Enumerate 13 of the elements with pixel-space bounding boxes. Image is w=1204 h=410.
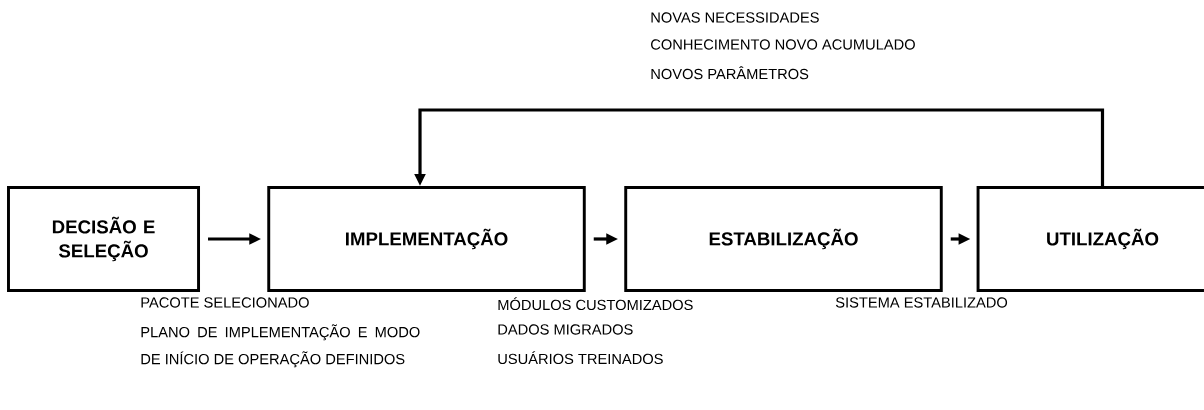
process-box: UTILIZAÇÃO: [976, 186, 1204, 292]
note-text: MÓDULOS CUSTOMIZADOS: [498, 297, 693, 311]
process-box: DECISÃO E SELEÇÃO: [7, 186, 200, 292]
note-text: SISTEMA ESTABILIZADO: [835, 297, 1008, 308]
note-text: PLANO DE IMPLEMENTAÇÃO E MODO DE INÍCIO DE OPERAÇÃO DEFINIDOS: [141, 324, 420, 368]
process-box: IMPLEMENTAÇÃO: [267, 186, 586, 292]
note-text: NOVAS NECESSIDADES: [651, 12, 819, 23]
note-text: DADOS MIGRADOS: [498, 324, 633, 335]
note-text: PACOTE SELECIONADO: [141, 297, 309, 308]
note-text: USUÁRIOS TREINADOS: [498, 351, 663, 365]
note-text: NOVOS PARÂMETROS: [651, 66, 809, 80]
process-box: ESTABILIZAÇÃO: [624, 186, 943, 292]
note-text: CONHECIMENTO NOVO ACUMULADO: [651, 39, 915, 50]
